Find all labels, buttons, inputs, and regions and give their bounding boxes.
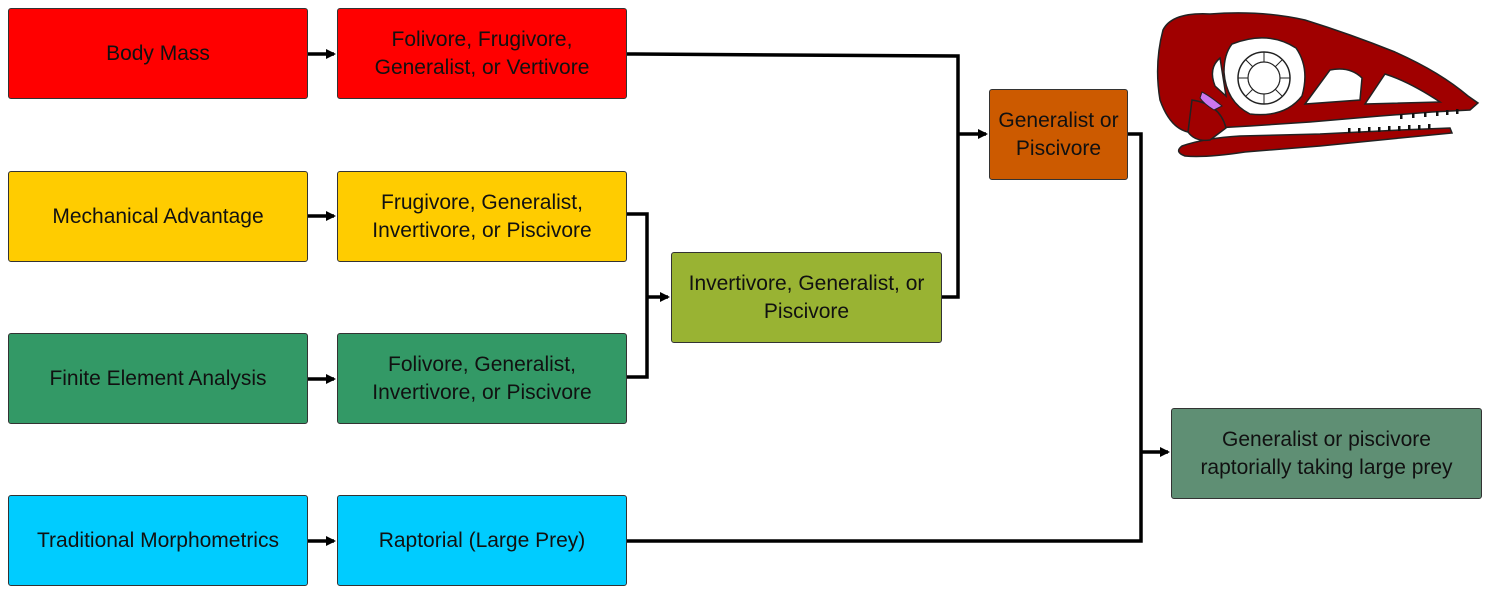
combined-mid: Invertivore, Generalist, or Piscivore (671, 252, 942, 343)
connector-bm-to-top (626, 52, 960, 134)
result-body-mass-label: Folivore, Frugivore, Generalist, or Vert… (374, 28, 590, 79)
combined-top-label: Generalist or Piscivore (998, 109, 1119, 160)
result-finite-element: Folivore, Generalist, Invertivore, or Pi… (337, 333, 627, 424)
combined-final: Generalist or piscivore raptorially taki… (1171, 408, 1482, 499)
result-mechanical-advantage-label: Frugivore, Generalist, Invertivore, or P… (372, 191, 592, 242)
combined-final-label: Generalist or piscivore raptorially taki… (1200, 428, 1453, 479)
method-traditional-morphometrics-label: Traditional Morphometrics (37, 528, 279, 552)
result-body-mass: Folivore, Frugivore, Generalist, or Vert… (337, 8, 627, 99)
result-traditional-morphometrics-label: Raptorial (Large Prey) (378, 528, 586, 552)
method-body-mass: Body Mass (8, 8, 308, 99)
result-finite-element-label: Folivore, Generalist, Invertivore, or Pi… (372, 353, 592, 404)
connector-fea-to-mid (627, 297, 649, 379)
method-traditional-morphometrics: Traditional Morphometrics (8, 495, 308, 586)
method-mechanical-advantage-label: Mechanical Advantage (52, 204, 264, 228)
connector-tm-to-final (627, 452, 1143, 543)
method-finite-element-label: Finite Element Analysis (49, 366, 267, 390)
method-mechanical-advantage: Mechanical Advantage (8, 171, 308, 262)
result-traditional-morphometrics: Raptorial (Large Prey) (337, 495, 627, 586)
connector-top-to-final (1128, 132, 1143, 452)
connector-mid-to-top (942, 134, 960, 299)
method-body-mass-label: Body Mass (106, 41, 210, 65)
connector-ma-to-mid (627, 212, 649, 297)
result-mechanical-advantage: Frugivore, Generalist, Invertivore, or P… (337, 171, 627, 262)
combined-mid-label: Invertivore, Generalist, or Piscivore (688, 272, 925, 323)
combined-top: Generalist or Piscivore (989, 89, 1128, 180)
method-finite-element: Finite Element Analysis (8, 333, 308, 424)
